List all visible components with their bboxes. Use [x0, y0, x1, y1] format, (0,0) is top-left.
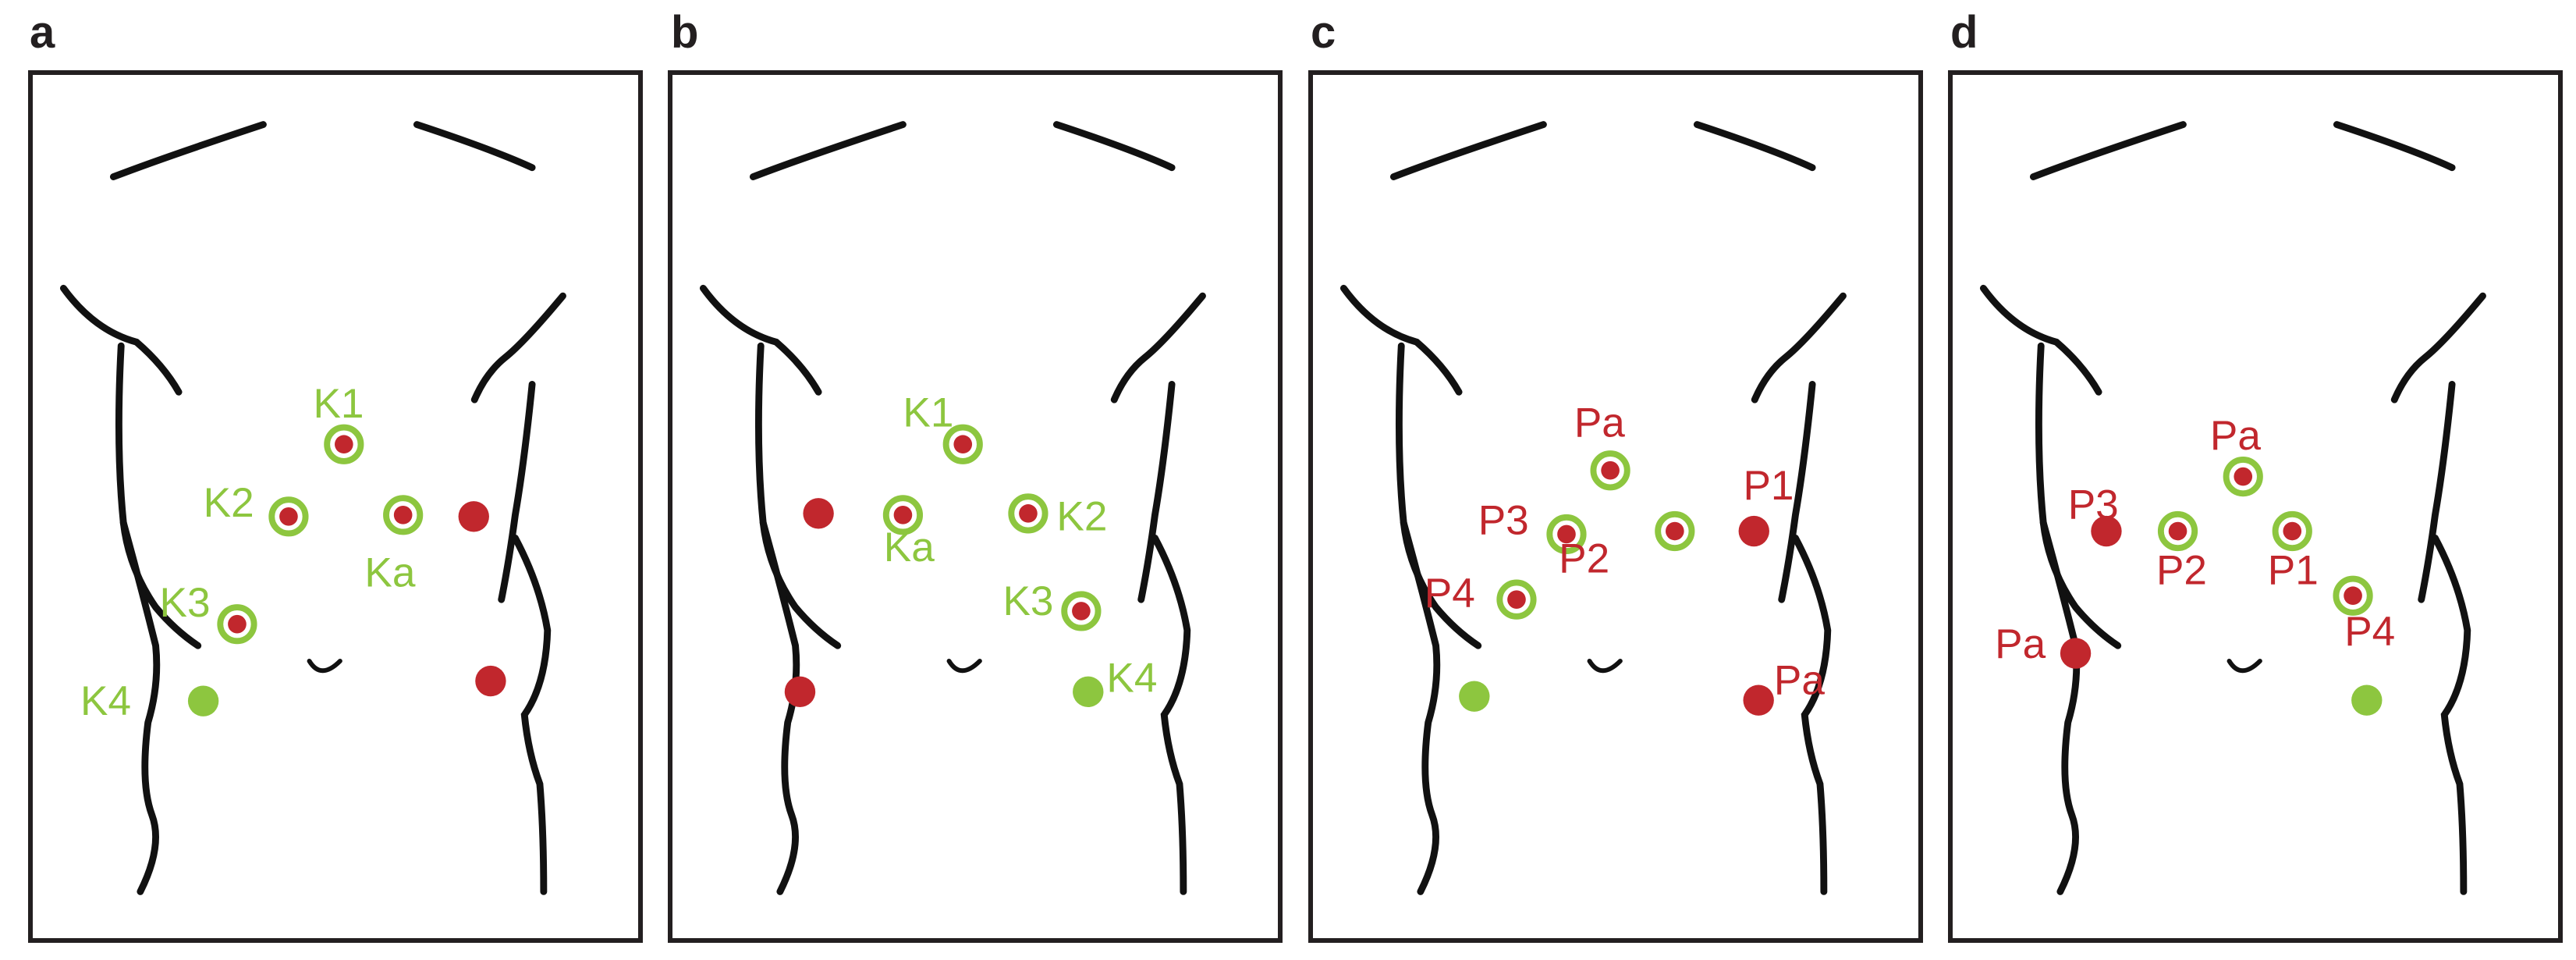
torso-outline	[1792, 534, 1832, 895]
port-marker-red	[803, 498, 834, 529]
navel-mark	[1587, 658, 1623, 674]
port-label: Ka	[884, 524, 935, 571]
port-marker-ring	[1061, 591, 1102, 631]
torso-outline	[498, 380, 536, 603]
torso-outline	[699, 284, 822, 396]
port-marker-ring	[2272, 510, 2312, 552]
port-label: P3	[2068, 482, 2119, 528]
port-marker-ring	[383, 495, 424, 535]
port-marker-green	[1073, 676, 1104, 708]
port-label: P3	[1478, 497, 1529, 543]
clavicle-line	[1693, 121, 1816, 172]
clavicle-line	[109, 121, 267, 180]
port-marker-red	[475, 665, 506, 697]
port-marker-ring	[2157, 510, 2198, 552]
port-label: K2	[1056, 494, 1107, 540]
port-label: P1	[1743, 463, 1794, 509]
port-label: K1	[903, 390, 953, 436]
port-marker-red	[2091, 515, 2122, 547]
port-label: K3	[159, 580, 210, 626]
torso-outline	[59, 284, 183, 396]
port-marker-ring	[2333, 575, 2373, 616]
port-marker-red	[2060, 638, 2092, 669]
port-marker-ring	[324, 424, 364, 464]
clavicle-line	[2029, 121, 2187, 180]
torso-outline	[1751, 292, 1847, 404]
torso-outline	[1110, 292, 1206, 404]
navel-mark	[2227, 658, 2262, 674]
port-marker-ring	[1546, 514, 1587, 555]
port-label: K4	[80, 678, 131, 724]
port-marker-green	[187, 685, 219, 716]
panel-letter-b: b	[671, 7, 699, 58]
port-marker-ring	[1008, 493, 1048, 534]
port-label: Pa	[2210, 413, 2261, 459]
navel-mark	[307, 658, 342, 674]
port-marker-ring	[1496, 579, 1537, 620]
torso-outline	[754, 342, 842, 649]
port-label: Pa	[1995, 621, 2046, 667]
torso-outline	[470, 292, 566, 404]
port-marker-ring	[268, 496, 309, 537]
panel-letter-a: a	[30, 7, 55, 58]
torso-outline	[512, 534, 552, 895]
port-label: P2	[2156, 547, 2207, 593]
clavicle-line	[2333, 121, 2456, 172]
torso-outline	[2039, 519, 2081, 895]
port-marker-ring	[882, 495, 924, 535]
port-label: Ka	[364, 549, 415, 596]
port-label: P2	[1559, 536, 1609, 582]
panel-letter-c: c	[1311, 7, 1336, 58]
port-marker-red	[458, 501, 489, 532]
torso-outline	[2432, 534, 2471, 895]
port-label: P4	[1425, 571, 1475, 617]
port-marker-ring	[942, 424, 983, 464]
port-label: Pa	[1774, 657, 1825, 703]
port-marker-green	[2351, 684, 2383, 716]
torso-outline	[1137, 380, 1176, 603]
port-label: K4	[1106, 655, 1157, 701]
port-label: P1	[2268, 547, 2319, 593]
port-marker-red	[1743, 684, 1774, 716]
clavicle-line	[413, 121, 536, 172]
port-label: Pa	[1574, 400, 1625, 446]
torso-outline	[119, 519, 161, 895]
port-marker-red	[1738, 515, 1769, 547]
torso-outline	[1400, 519, 1441, 895]
port-marker-ring	[217, 604, 257, 645]
torso-outline	[2390, 292, 2486, 404]
torso-outline	[1339, 284, 1463, 396]
clavicle-line	[1052, 121, 1176, 172]
port-marker-ring	[1590, 450, 1630, 491]
torso-outline	[759, 519, 800, 895]
port-label: K2	[204, 480, 254, 526]
clavicle-line	[1389, 121, 1547, 180]
torso-outline	[1979, 284, 2102, 396]
torso-outline	[1151, 534, 1191, 895]
port-label: P4	[2344, 609, 2395, 655]
torso-outline	[2418, 380, 2456, 603]
port-label: K1	[313, 381, 364, 427]
navel-mark	[946, 658, 982, 674]
port-marker-ring	[1655, 510, 1695, 552]
port-marker-ring	[2223, 456, 2263, 497]
port-marker-red	[784, 676, 816, 708]
panel-letter-d: d	[1950, 7, 1978, 58]
port-label: K3	[1002, 578, 1053, 624]
port-marker-green	[1459, 681, 1490, 712]
clavicle-line	[749, 121, 907, 180]
torso-outline	[1778, 380, 1816, 603]
